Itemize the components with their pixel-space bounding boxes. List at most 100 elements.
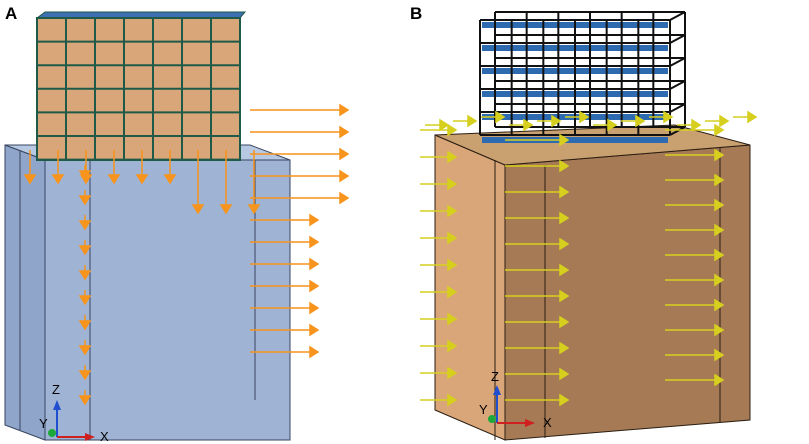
load-arrowhead	[714, 248, 725, 262]
load-arrowhead	[714, 123, 725, 137]
axis-triad: Z Y X	[39, 382, 109, 444]
load-arrowhead	[714, 323, 725, 337]
load-arrowhead	[78, 370, 92, 381]
load-arrowhead	[447, 366, 458, 380]
axis-label-z: Z	[52, 382, 60, 397]
load-arrowhead	[339, 125, 350, 139]
frame-beam	[669, 11, 686, 21]
load-arrowhead	[107, 174, 121, 185]
load-arrowhead	[78, 270, 92, 281]
load-arrowhead	[163, 174, 177, 185]
load-arrowhead	[523, 118, 534, 132]
load-arrowhead	[309, 323, 320, 337]
load-arrowhead	[579, 110, 590, 124]
load-arrows	[23, 103, 350, 406]
load-arrowhead	[691, 118, 702, 132]
panel-b: B Z Y X	[405, 0, 809, 444]
load-arrowhead	[78, 245, 92, 256]
load-arrowhead	[447, 339, 458, 353]
load-arrows	[420, 110, 758, 407]
load-arrowhead	[559, 185, 570, 199]
load-arrowhead	[447, 231, 458, 245]
load-arrowhead	[447, 393, 458, 407]
load-arrowhead	[309, 213, 320, 227]
load-arrowhead	[247, 204, 261, 215]
load-arrowhead	[635, 114, 646, 128]
axis-label-x: X	[543, 415, 552, 430]
load-arrowhead	[714, 348, 725, 362]
soil-block-front-face	[504, 144, 751, 441]
frame-beam	[669, 126, 686, 136]
load-arrowhead	[439, 118, 450, 132]
load-arrowhead	[219, 204, 233, 215]
floor-slab	[482, 137, 668, 143]
axis-label-y: Y	[39, 416, 48, 431]
load-arrowhead	[339, 191, 350, 205]
load-arrowhead	[714, 198, 725, 212]
load-arrowhead	[714, 373, 725, 387]
panel-label-b: B	[410, 4, 423, 23]
load-arrowhead	[559, 341, 570, 355]
frame-beam	[669, 103, 686, 113]
axis-label-z: Z	[491, 369, 499, 384]
load-arrowhead	[607, 118, 618, 132]
building-frame	[35, 11, 247, 161]
load-arrowhead	[447, 258, 458, 272]
building-frame	[479, 11, 686, 143]
load-arrowhead	[747, 110, 758, 124]
load-arrowhead	[714, 273, 725, 287]
load-arrowhead	[714, 148, 725, 162]
load-arrowhead	[663, 110, 674, 124]
panel-a-model: Z Y X	[4, 11, 350, 444]
panel-label-a: A	[5, 4, 18, 23]
load-arrowhead	[309, 301, 320, 315]
load-arrowhead	[309, 257, 320, 271]
axis-triad: Z Y X	[479, 369, 552, 430]
load-arrowhead	[559, 393, 570, 407]
load-arrowhead	[714, 223, 725, 237]
load-arrowhead	[719, 114, 730, 128]
load-arrowhead	[51, 174, 65, 185]
load-arrowhead	[78, 345, 92, 356]
panel-b-model: Z Y X	[420, 11, 758, 441]
frame-beam	[669, 57, 686, 67]
load-arrowhead	[559, 211, 570, 225]
load-arrowhead	[78, 195, 92, 206]
load-arrowhead	[78, 395, 92, 406]
load-arrowhead	[339, 103, 350, 117]
axis-label-x: X	[100, 429, 109, 444]
frame-beam	[669, 80, 686, 90]
load-arrowhead	[559, 237, 570, 251]
load-arrowhead	[78, 295, 92, 306]
load-arrowhead	[495, 110, 506, 124]
load-arrowhead	[135, 174, 149, 185]
load-arrowhead	[309, 345, 320, 359]
load-arrowhead	[447, 285, 458, 299]
load-arrowhead	[339, 169, 350, 183]
load-arrowhead	[309, 235, 320, 249]
load-arrowhead	[447, 150, 458, 164]
load-arrowhead	[447, 312, 458, 326]
load-arrowhead	[559, 263, 570, 277]
load-arrowhead	[339, 147, 350, 161]
load-arrowhead	[714, 298, 725, 312]
load-arrowhead	[447, 177, 458, 191]
load-arrowhead	[78, 170, 92, 181]
frame-beam	[669, 34, 686, 44]
load-arrowhead	[559, 133, 570, 147]
load-arrowhead	[447, 123, 458, 137]
load-arrowhead	[191, 204, 205, 215]
load-arrowhead	[551, 114, 562, 128]
load-arrowhead	[559, 315, 570, 329]
load-arrowhead	[309, 279, 320, 293]
load-arrowhead	[23, 174, 37, 185]
load-arrowhead	[714, 173, 725, 187]
load-arrowhead	[467, 114, 478, 128]
load-arrowhead	[78, 220, 92, 231]
soil-block-left-face	[4, 144, 46, 441]
load-arrowhead	[559, 289, 570, 303]
load-arrowhead	[559, 159, 570, 173]
load-arrowhead	[447, 204, 458, 218]
load-arrowhead	[78, 320, 92, 331]
load-arrowhead	[559, 367, 570, 381]
